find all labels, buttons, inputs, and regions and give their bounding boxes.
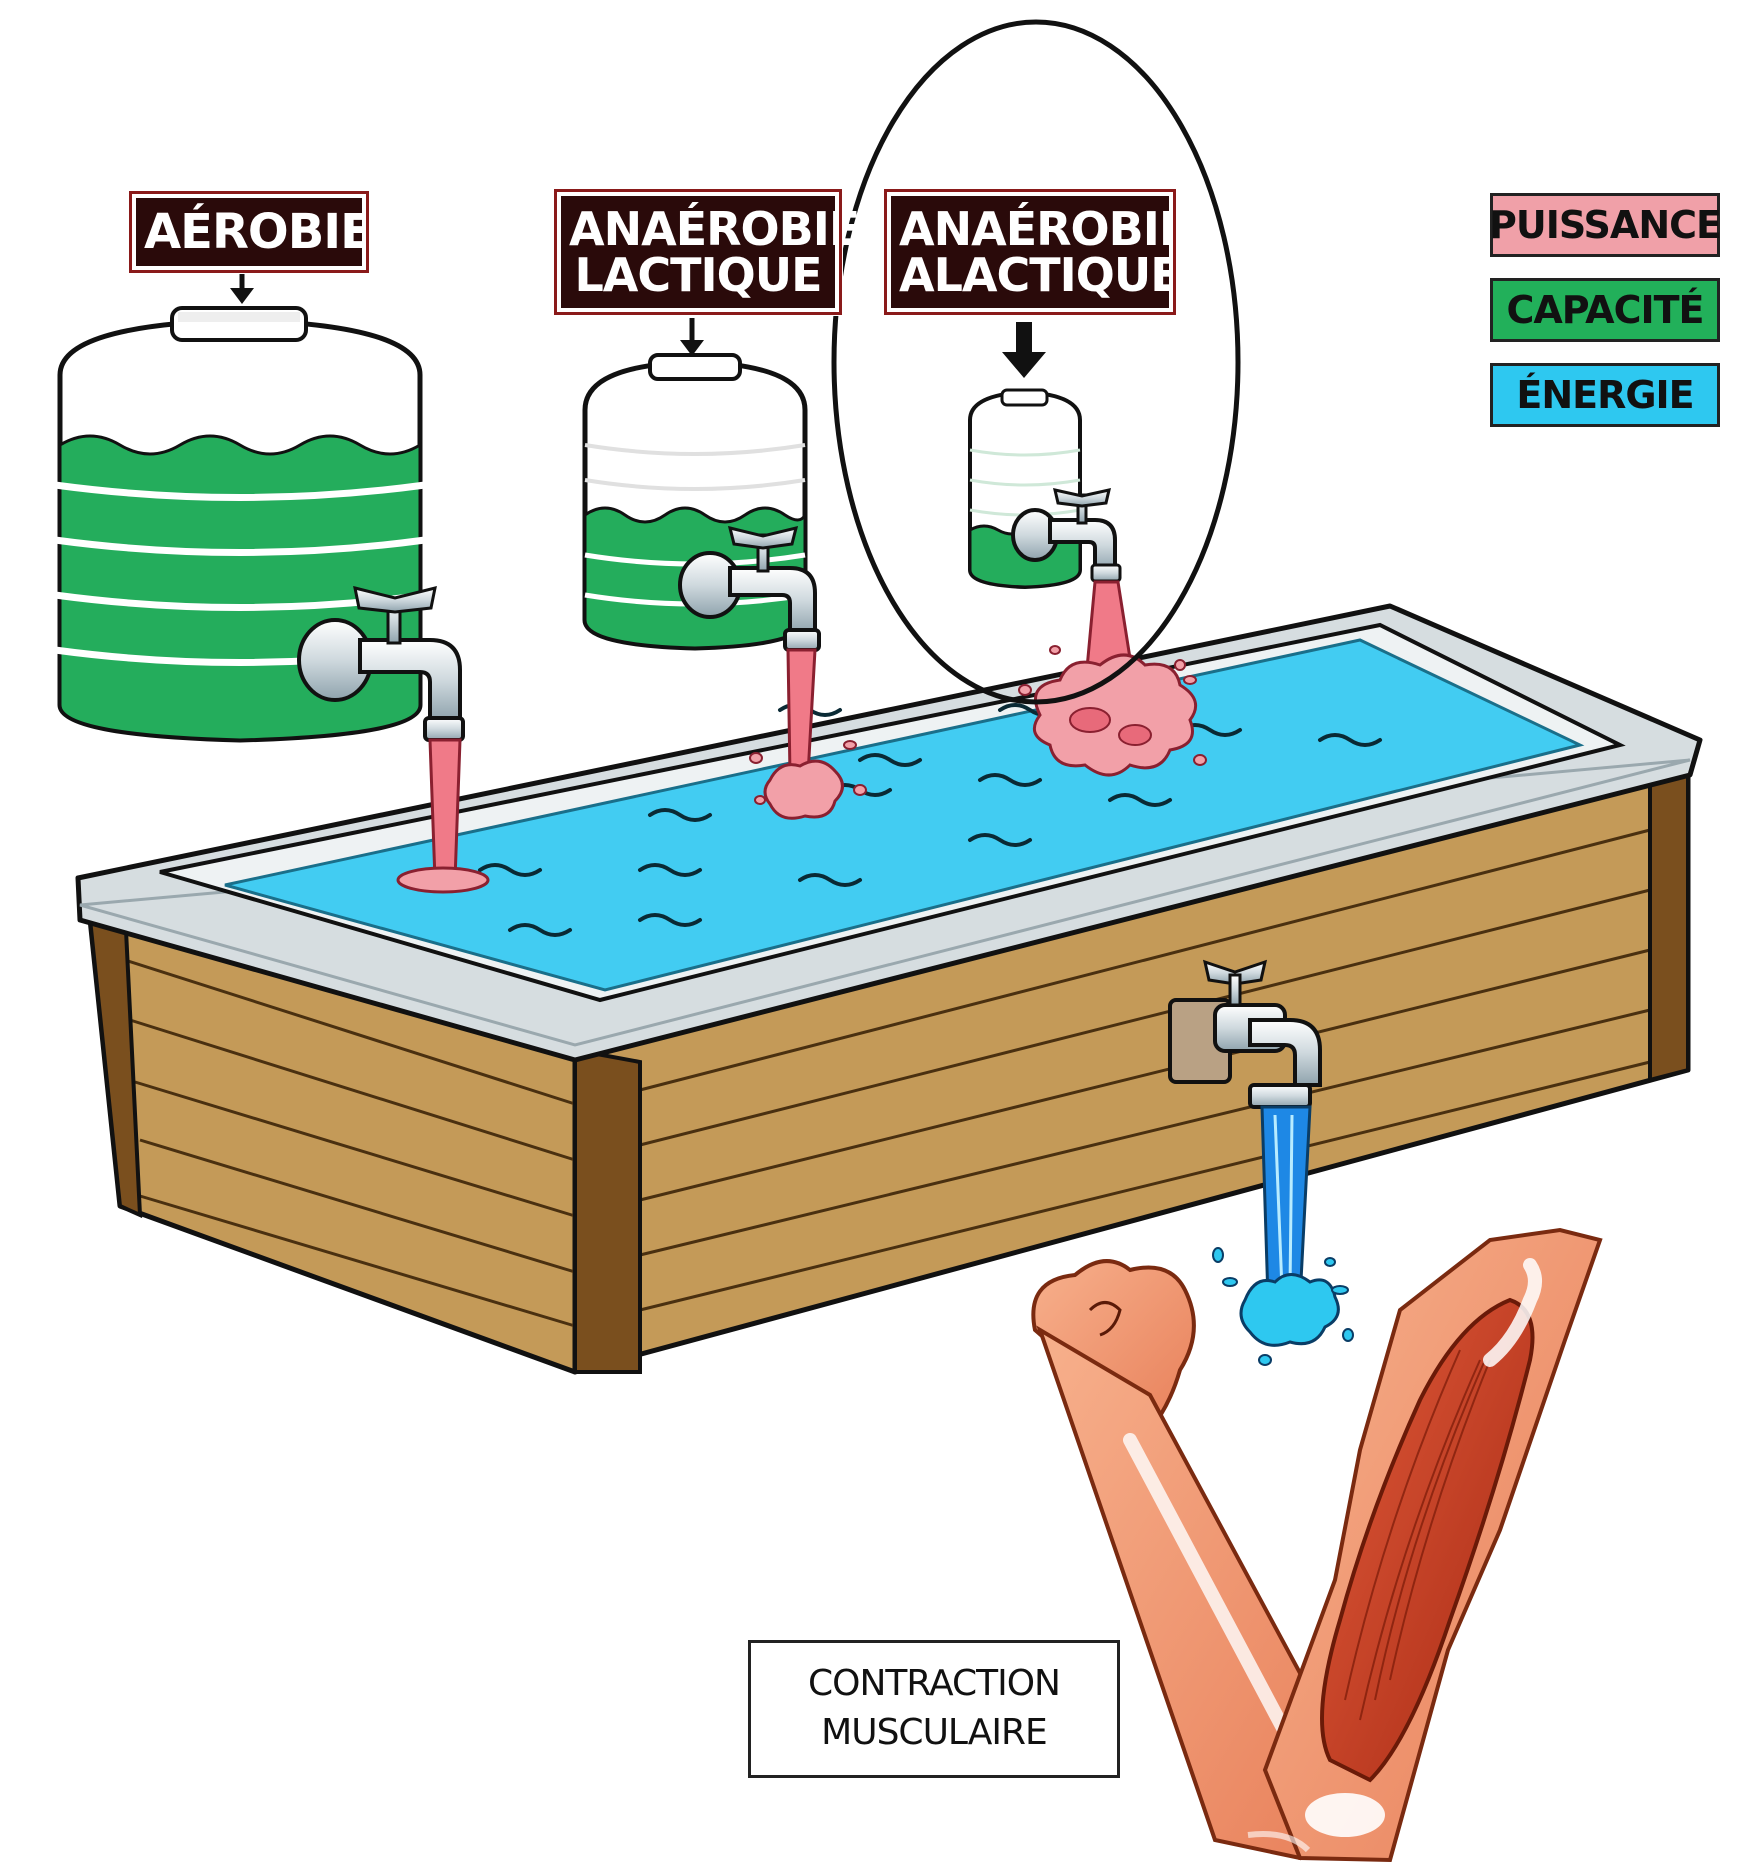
label-anaerobie-lactique: ANAÉROBIE LACTIQUE <box>553 188 860 316</box>
legend-energie: ÉNERGIE <box>1490 363 1720 427</box>
basin-outlet-tap <box>1168 959 1322 1109</box>
caption-box: CONTRACTION MUSCULAIRE <box>748 1640 1120 1778</box>
label-alactique-line1: ANAÉROBIE <box>899 202 1190 256</box>
highlight-ellipse <box>831 19 1241 705</box>
legend-capacite: CAPACITÉ <box>1490 278 1720 342</box>
energy-stream <box>1260 1105 1312 1302</box>
legend-energie-label: ÉNERGIE <box>1516 373 1694 417</box>
label-aerobie-text: AÉROBIE <box>129 191 373 273</box>
label-lactique-line2: LACTIQUE <box>574 248 822 302</box>
label-aerobie: AÉROBIE <box>128 190 373 274</box>
tap-aerobie <box>297 585 465 742</box>
label-anaerobie-alactique: ANAÉROBIE ALACTIQUE <box>883 188 1190 316</box>
tap-lactique <box>678 525 821 652</box>
legend-puissance-label: PUISSANCE <box>1489 203 1722 247</box>
water-basin <box>75 603 1703 1375</box>
tap-alactique <box>1011 488 1122 583</box>
basin-water <box>224 638 1585 992</box>
legend-capacite-label: CAPACITÉ <box>1506 288 1705 332</box>
label-alactique-line2: ALACTIQUE <box>899 248 1182 302</box>
label-arrows <box>230 262 1046 378</box>
tank-aerobie-liquid <box>58 434 422 742</box>
label-lactique-line1: ANAÉROBIE <box>569 202 860 256</box>
fist <box>1031 1259 1196 1433</box>
caption-line1: CONTRACTION <box>808 1663 1061 1705</box>
legend-puissance: PUISSANCE <box>1489 193 1722 257</box>
stream-aerobie <box>428 738 462 882</box>
caption-line2: MUSCULAIRE <box>821 1712 1048 1753</box>
flexed-arm <box>1031 1227 1603 1863</box>
